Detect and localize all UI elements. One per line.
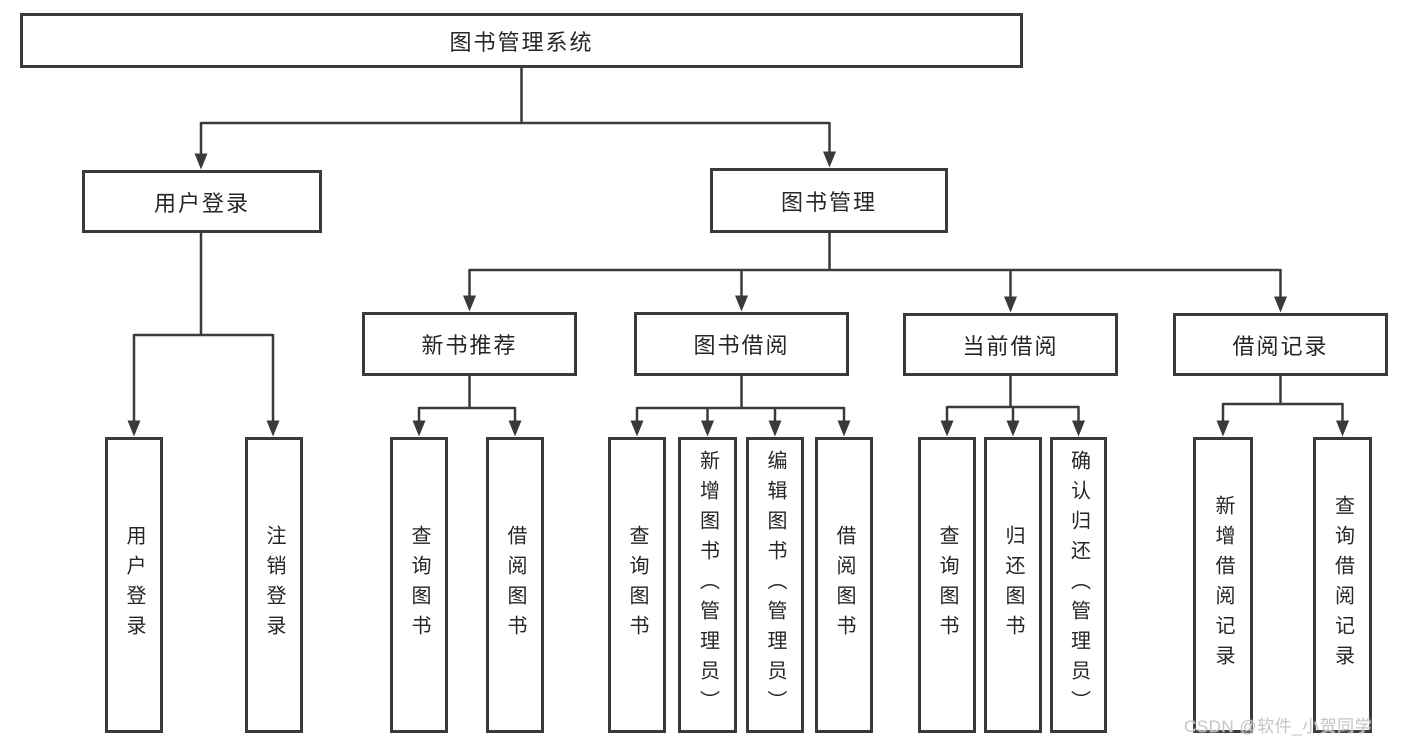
- node-label: 用户登录: [123, 525, 145, 645]
- leaf-current-query-books: 查询图书: [918, 437, 976, 733]
- node-label: 查询借阅记录: [1331, 495, 1354, 675]
- leaf-borrowing-borrow-books: 借阅图书: [815, 437, 873, 733]
- node-library-system: 图书管理系统: [20, 13, 1023, 68]
- leaf-return-books: 归还图书: [984, 437, 1042, 733]
- node-borrowing-records: 借阅记录: [1173, 313, 1388, 376]
- csdn-watermark: CSDN @软件_小贺同学: [1184, 717, 1373, 736]
- node-new-book-recommend: 新书推荐: [362, 312, 577, 376]
- leaf-recommend-query-books: 查询图书: [390, 437, 448, 733]
- node-label: 编辑图书（管理员）: [764, 450, 786, 720]
- node-book-borrowing: 图书借阅: [634, 312, 849, 376]
- node-label: 借阅记录: [1232, 333, 1329, 359]
- node-label: 图书借阅: [693, 333, 790, 358]
- node-label: 用户登录: [153, 190, 250, 216]
- leaf-confirm-return-admin: 确认归还（管理员）: [1050, 437, 1107, 733]
- leaf-add-books-admin: 新增图书（管理员）: [678, 437, 737, 733]
- leaf-edit-books-admin: 编辑图书（管理员）: [746, 437, 804, 733]
- node-label: 归还图书: [1002, 525, 1024, 645]
- node-label: 图书管理: [780, 189, 877, 215]
- leaf-borrowing-query-books: 查询图书: [608, 437, 666, 733]
- node-current-borrowing: 当前借阅: [903, 313, 1118, 376]
- leaf-add-borrow-record: 新增借阅记录: [1193, 437, 1253, 733]
- node-label: 查询图书: [936, 525, 958, 645]
- node-label: 新书推荐: [421, 333, 518, 358]
- leaf-recommend-borrow-books: 借阅图书: [486, 437, 544, 733]
- node-label: 查询图书: [626, 525, 648, 645]
- node-label: 查询图书: [408, 525, 430, 645]
- node-label: 当前借阅: [962, 333, 1059, 359]
- node-book-management: 图书管理: [710, 168, 948, 233]
- node-label: 新增借阅记录: [1212, 495, 1234, 675]
- node-label: 图书管理系统: [449, 29, 594, 55]
- node-label: 借阅图书: [833, 525, 855, 645]
- leaf-query-borrow-record: 查询借阅记录: [1313, 437, 1372, 733]
- node-label: 注销登录: [263, 525, 285, 645]
- leaf-user-login: 用户登录: [105, 437, 163, 733]
- node-label: 新增图书（管理员）: [696, 450, 719, 720]
- node-label: 借阅图书: [504, 525, 526, 645]
- leaf-logout-login: 注销登录: [245, 437, 303, 733]
- node-user-login-branch: 用户登录: [82, 170, 322, 233]
- node-label: 确认归还（管理员）: [1067, 450, 1090, 720]
